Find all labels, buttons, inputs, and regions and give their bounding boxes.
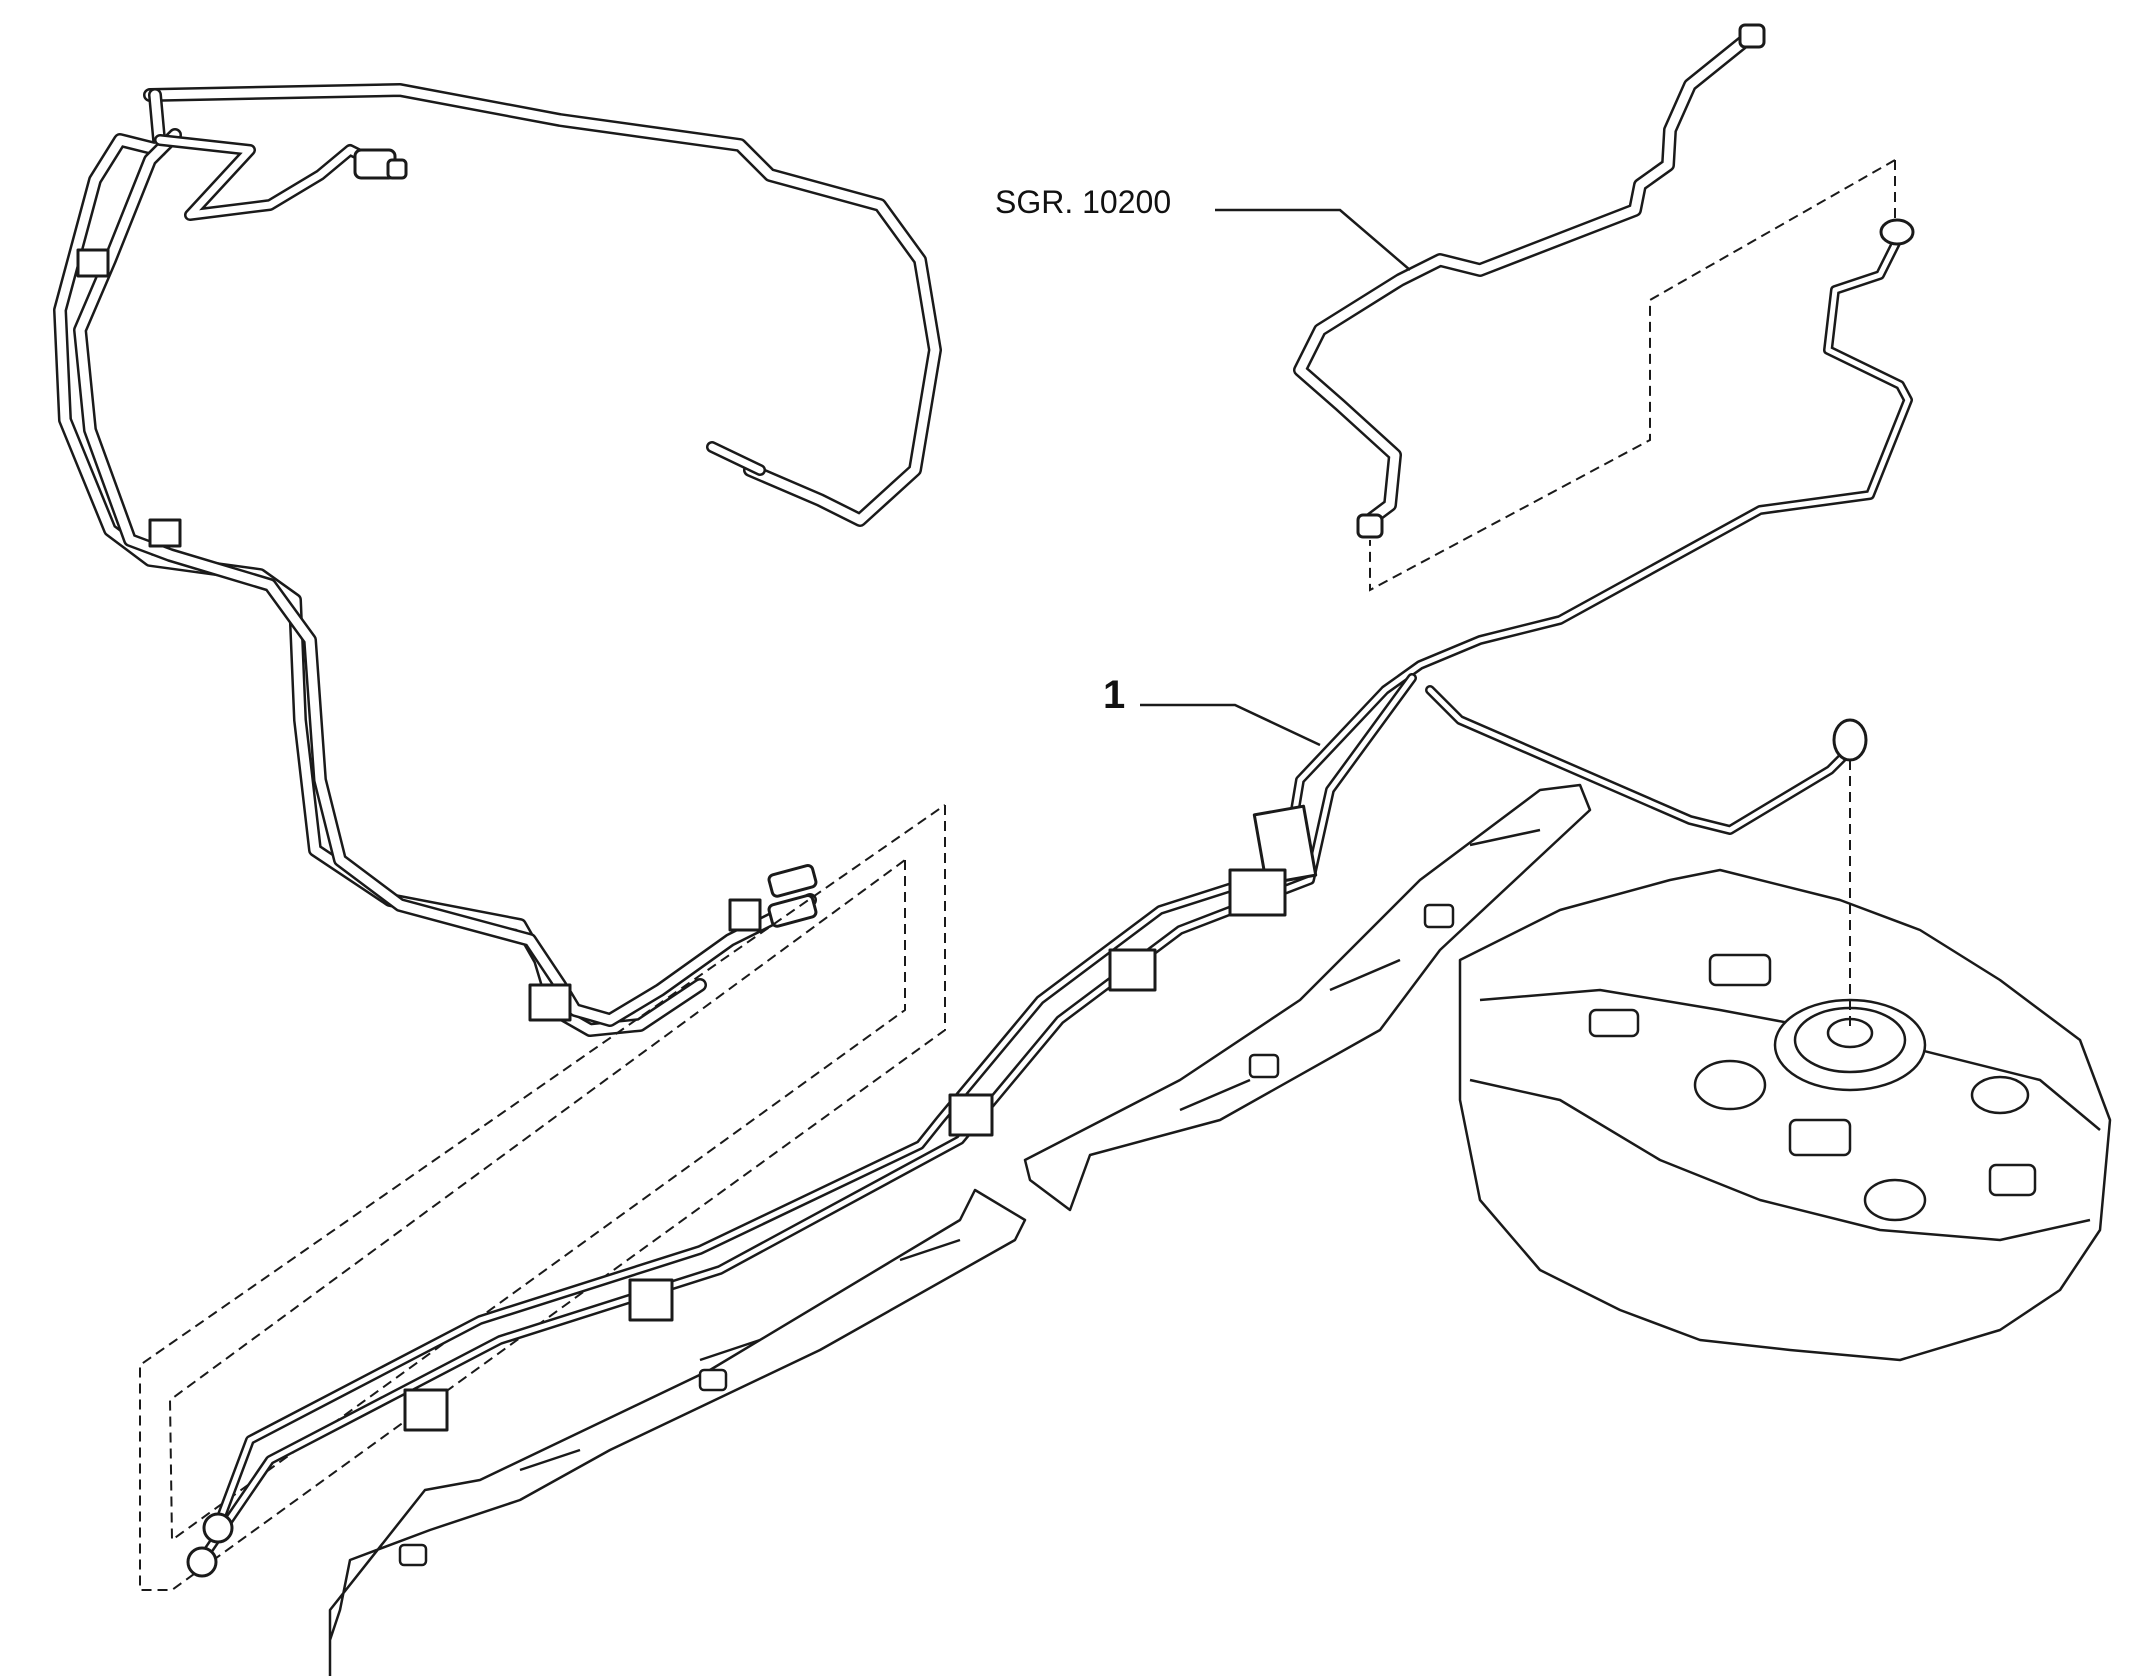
- underbody-cover-lower: [328, 1188, 1027, 1676]
- upper-left-fuel-line-assembly: [53, 83, 942, 1037]
- group-reference-label: SGR. 10200: [995, 184, 1171, 220]
- callout-sgr-10200: SGR. 10200: [995, 184, 1411, 271]
- upper-left-dashed-frame: [139, 804, 946, 1591]
- fuel-tank: [1458, 868, 2112, 1362]
- upper-right-dashed-frame: [1369, 159, 1896, 592]
- part-1-fuel-line: [186, 218, 1915, 1578]
- callout-part-1: 1: [1103, 673, 1321, 747]
- underbody-cover-upper: [1023, 783, 1592, 1212]
- sgr-10200-fuel-line: [1293, 23, 1766, 539]
- part-number-label: 1: [1103, 673, 1125, 717]
